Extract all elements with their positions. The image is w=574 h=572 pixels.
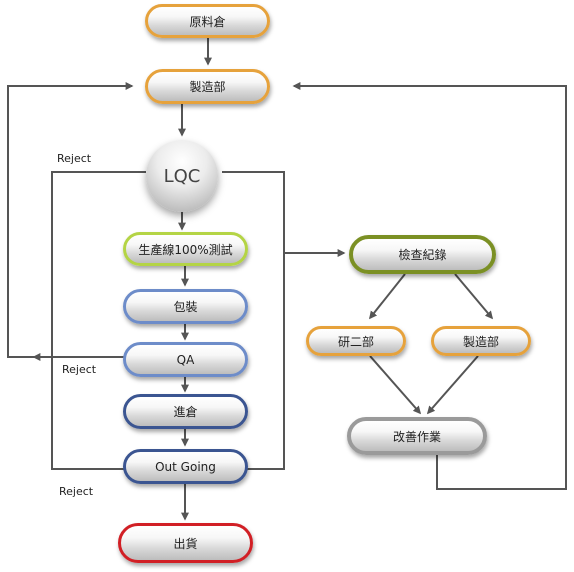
reject-label-outgoing: Reject <box>59 485 94 498</box>
node-packaging: 包裝 <box>123 289 248 324</box>
node-lqc: LQC <box>146 140 218 212</box>
node-manufacturing-right: 製造部 <box>431 326 531 356</box>
node-stock-in: 進倉 <box>123 394 248 429</box>
node-line-test: 生產線100%測試 <box>123 232 248 266</box>
node-label: 製造部 <box>189 80 226 94</box>
node-qa: QA <box>123 342 248 377</box>
node-shipping: 出貨 <box>118 523 253 563</box>
node-label: QA <box>176 352 195 367</box>
reject-qa-line <box>7 82 134 358</box>
arrow-mfg-right-to-improve <box>426 355 479 415</box>
improvement-feedback-line <box>292 82 567 490</box>
node-manufacturing-top: 製造部 <box>145 69 270 104</box>
node-label: 原料倉 <box>189 14 226 29</box>
reject-label-qa: Reject <box>62 363 97 376</box>
reject-loop-line <box>51 171 146 470</box>
node-label: 出貨 <box>173 536 198 551</box>
reject-label-lqc: Reject <box>57 152 92 165</box>
arrow-rd2-to-improve <box>369 355 422 415</box>
node-label: 改善作業 <box>392 429 441 444</box>
node-label: 進倉 <box>173 405 198 419</box>
lqc-right-line <box>222 171 285 470</box>
node-label: 檢查紀錄 <box>398 248 447 262</box>
arrow-inspection-to-mfg-right <box>454 273 494 320</box>
node-raw-warehouse: 原料倉 <box>145 4 270 38</box>
node-inspection-record: 檢查紀錄 <box>349 235 496 274</box>
node-improvement: 改善作業 <box>347 417 487 455</box>
node-rd2: 研二部 <box>306 326 406 356</box>
node-label: LQC <box>163 165 201 187</box>
node-label: 研二部 <box>337 334 374 349</box>
node-label: Out Going <box>155 459 216 474</box>
node-label: 製造部 <box>462 334 499 349</box>
node-label: 生產線100%測試 <box>138 242 233 257</box>
arrow-inspection-to-rd2 <box>369 273 406 320</box>
node-outgoing: Out Going <box>123 449 248 484</box>
node-label: 包裝 <box>173 300 198 314</box>
